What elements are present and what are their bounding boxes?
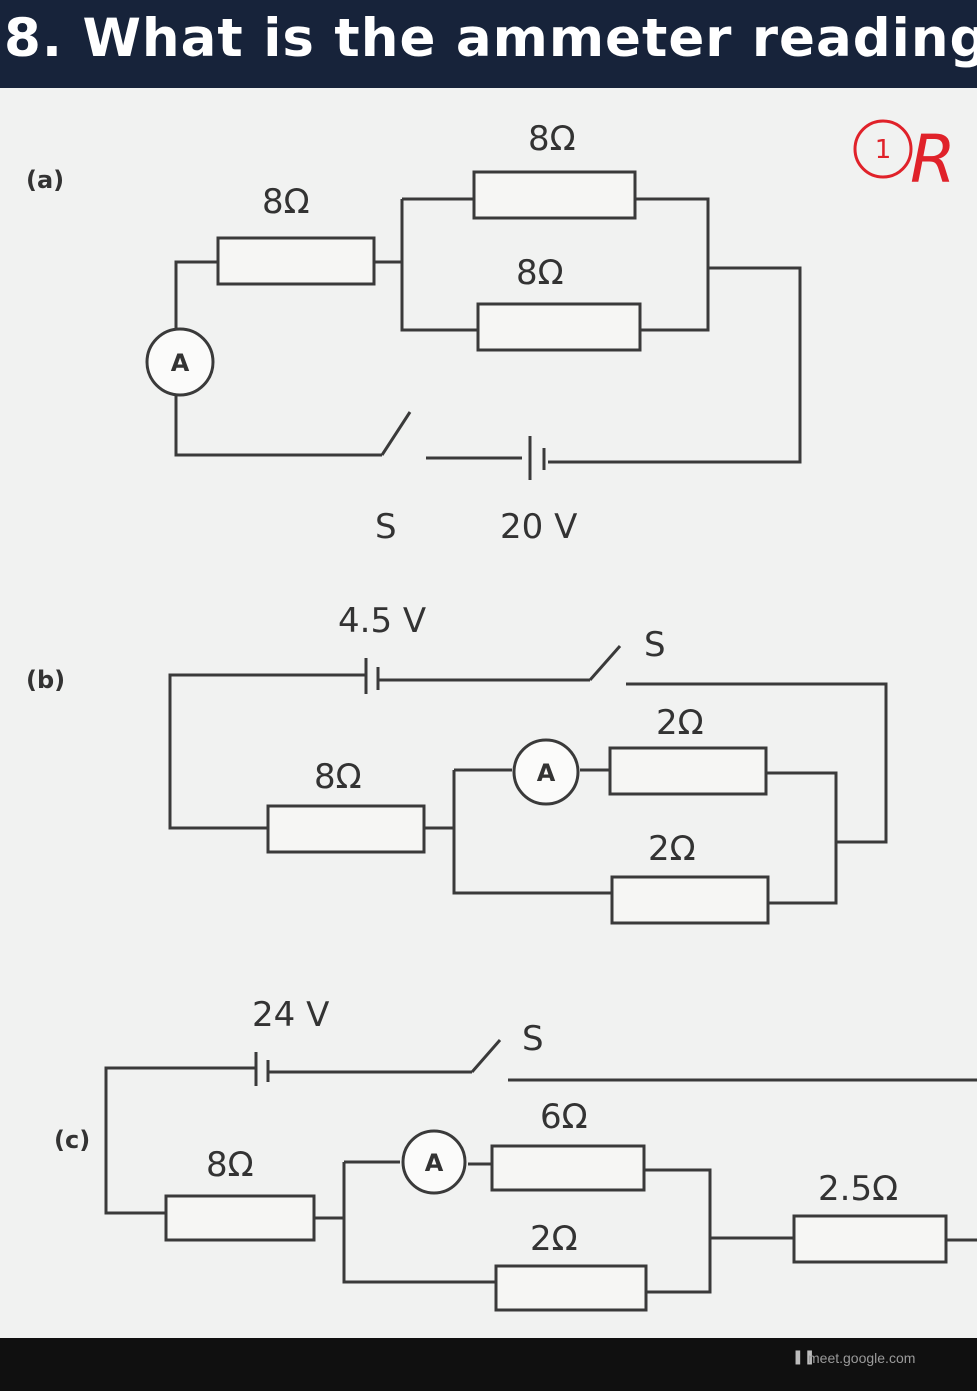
circuit-c-series-resistor: [164, 1194, 316, 1242]
circuit-a-series-resistor-label: 8Ω: [262, 182, 310, 222]
circuit-c-switch-label: S: [522, 1019, 544, 1059]
circuit-c-label: (c): [54, 1126, 90, 1154]
circuit-b: (b) A 4.5 V S 8Ω 2Ω 2Ω: [26, 601, 888, 925]
circuit-b-wires: [168, 673, 888, 905]
circuit-a-parallel-bottom-label: 8Ω: [516, 253, 564, 293]
meet-footer-bar: [0, 1338, 977, 1391]
circuit-a-battery-label: 20 V: [500, 507, 577, 547]
circuit-c-parallel-top-label: 6Ω: [540, 1097, 588, 1137]
circuit-b-parallel-top-resistor: [608, 746, 768, 796]
pause-icon: ❚❚: [792, 1349, 816, 1365]
handwritten-mark: 1 R: [853, 119, 956, 198]
circuit-c-parallel-top-resistor: [490, 1144, 646, 1192]
circuit-c-wires: [104, 1066, 977, 1294]
circuit-a-battery: [528, 436, 546, 480]
circuit-c-battery: [254, 1052, 270, 1086]
handwritten-letter: R: [910, 121, 956, 198]
circuit-a-label: (a): [26, 166, 64, 194]
circuit-a-switch-label: S: [375, 507, 397, 547]
ammeter-symbol: A: [537, 759, 556, 787]
ammeter-symbol: A: [171, 349, 190, 377]
circuit-c-parallel-bottom-resistor: [494, 1264, 648, 1312]
circuit-b-switch: [588, 645, 622, 681]
circuit-b-series-resistor-label: 8Ω: [314, 757, 362, 797]
handwritten-circled-number: 1: [875, 135, 892, 165]
circuit-a-series-resistor: [216, 236, 376, 286]
circuit-b-battery: [364, 658, 380, 694]
question-title: 8. What is the ammeter reading?: [4, 8, 977, 69]
circuit-b-series-resistor: [266, 804, 426, 854]
circuit-a-parallel-top-resistor: [472, 170, 637, 220]
circuit-b-parallel-bottom-label: 2Ω: [648, 829, 696, 869]
circuit-a-switch: [380, 411, 412, 456]
circuit-c-switch: [470, 1039, 502, 1073]
worksheet-paper: [0, 88, 977, 1338]
meet-url-text: meet.google.com: [808, 1350, 916, 1366]
circuit-c-right-resistor: [792, 1214, 948, 1264]
circuit-a-wires: [174, 197, 802, 464]
ammeter-symbol: A: [425, 1149, 444, 1177]
circuit-a: (a) A 8Ω 8Ω 8Ω S 20 V: [26, 119, 802, 547]
circuit-b-ammeter: A: [512, 738, 580, 806]
circuit-b-switch-label: S: [644, 625, 666, 665]
circuit-c-series-resistor-label: 8Ω: [206, 1145, 254, 1185]
question-header: 8. What is the ammeter reading?: [0, 0, 977, 88]
circuit-b-parallel-bottom-resistor: [610, 875, 770, 925]
circuit-b-parallel-top-label: 2Ω: [656, 703, 704, 743]
circuit-c-ammeter: A: [401, 1129, 467, 1195]
circuit-b-label: (b): [26, 666, 65, 694]
circuit-c-right-resistor-label: 2.5Ω: [818, 1169, 898, 1209]
circuit-a-ammeter: A: [145, 327, 215, 397]
circuit-c: (c) A 24 V S 8Ω: [54, 995, 977, 1312]
circuit-a-parallel-bottom-resistor: [476, 302, 642, 352]
circuit-a-parallel-top-label: 8Ω: [528, 119, 576, 159]
circuit-b-battery-label: 4.5 V: [338, 601, 426, 641]
circuit-c-battery-label: 24 V: [252, 995, 329, 1035]
circuit-c-parallel-bottom-label: 2Ω: [530, 1219, 578, 1259]
